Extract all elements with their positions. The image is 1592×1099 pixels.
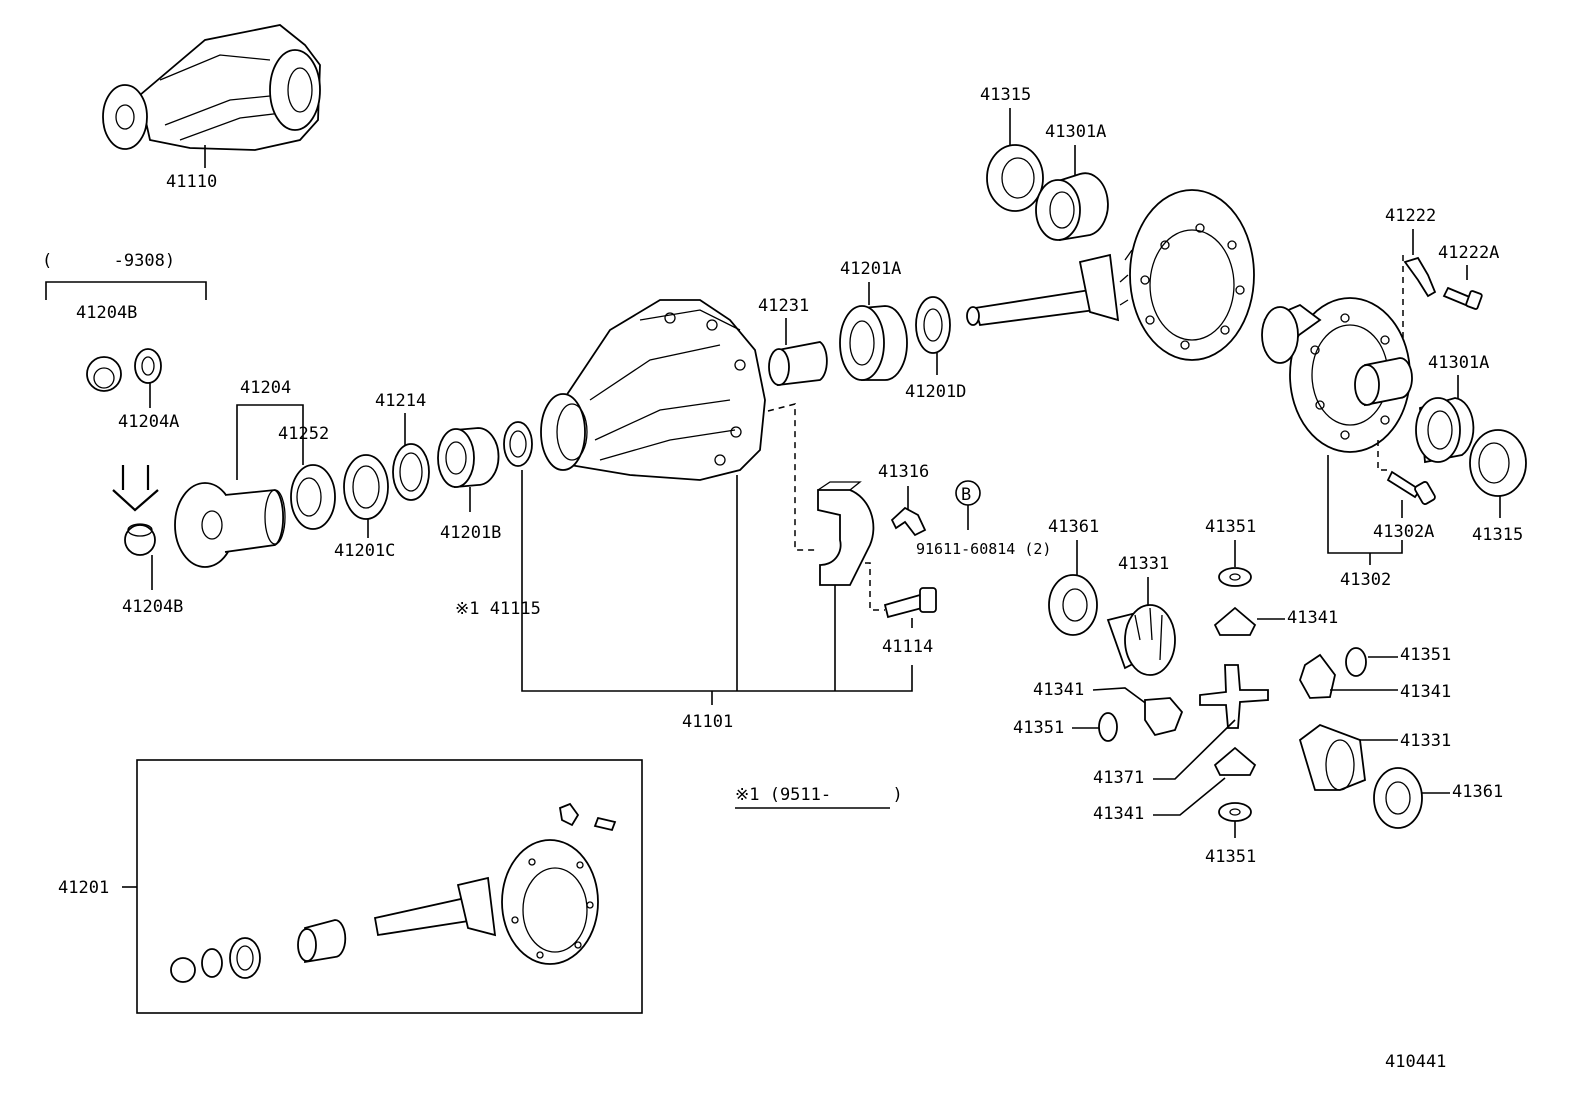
lock-nut-41204B-bottom[interactable] — [124, 523, 156, 556]
part-label-41222: 41222 — [1385, 206, 1436, 226]
part-label-41110: 41110 — [166, 172, 217, 192]
bolt-41114[interactable] — [883, 587, 937, 619]
part-label-41114: 41114 — [882, 637, 933, 657]
range-label-9308: ( -9308) — [42, 251, 175, 271]
companion-flange-41204[interactable] — [174, 482, 286, 568]
part-label-41115: ※1 41115 — [455, 599, 541, 619]
part-label-41371: 41371 — [1093, 768, 1144, 788]
part-label-41201C: 41201C — [334, 541, 395, 561]
pinion-gear-41341-bottom[interactable] — [1213, 746, 1257, 776]
part-label-41315-right: 41315 — [1472, 525, 1523, 545]
thrust-washer-41351-top[interactable] — [1218, 567, 1252, 587]
part-label-41101: 41101 — [682, 712, 733, 732]
ring-gear-pinion-kit[interactable] — [170, 802, 617, 983]
ring-gear-and-pinion[interactable] — [966, 189, 1255, 361]
pinion-gear-41341-right[interactable] — [1299, 653, 1336, 699]
washer-41204A[interactable] — [134, 348, 162, 384]
pinion-gear-41341-left[interactable] — [1144, 697, 1184, 737]
bearing-41301A-right[interactable] — [1415, 397, 1475, 464]
adjusting-nut-41315-top[interactable] — [986, 144, 1044, 212]
bearing-41201C[interactable] — [343, 454, 389, 520]
differential-case-41302[interactable] — [1261, 297, 1413, 453]
part-label-41222A: 41222A — [1438, 243, 1499, 263]
thrust-washer-41351-left[interactable] — [1098, 712, 1118, 742]
oil-seal-41252[interactable] — [290, 464, 336, 530]
part-label-41361-left: 41361 — [1048, 517, 1099, 537]
part-label-41331-right: 41331 — [1400, 731, 1451, 751]
part-label-41341-right: 41341 — [1400, 682, 1451, 702]
part-label-41204A: 41204A — [118, 412, 179, 432]
thrust-washer-41351-bottom[interactable] — [1218, 802, 1252, 822]
part-label-41315-top: 41315 — [980, 85, 1031, 105]
bracket-41302 — [1327, 455, 1403, 554]
part-label-41231: 41231 — [758, 296, 809, 316]
side-gear-41331-top[interactable] — [1106, 604, 1176, 676]
svg-text:B: B — [961, 485, 971, 505]
footnote-9511: ※1 (9511- ) — [735, 785, 903, 805]
bolt-41302A[interactable] — [1386, 470, 1436, 505]
part-label-41201A: 41201A — [840, 259, 901, 279]
diagram-number: 410441 — [1385, 1052, 1446, 1072]
bracket-9308 — [45, 281, 207, 300]
thrust-washer-41351-right[interactable] — [1345, 647, 1367, 677]
bearing-spacer-41231[interactable] — [768, 341, 828, 387]
bearing-41301A-top[interactable] — [1035, 172, 1109, 242]
part-label-41316: 41316 — [878, 462, 929, 482]
part-label-41351-bottom: 41351 — [1205, 847, 1256, 867]
oil-slinger-41214[interactable] — [392, 443, 430, 501]
bolt-41222A[interactable] — [1442, 286, 1483, 310]
part-label-41204B-top: 41204B — [76, 303, 137, 323]
thrust-washer-41361-right[interactable] — [1373, 767, 1423, 829]
part-label-41301A-top: 41301A — [1045, 122, 1106, 142]
side-gear-41331-right[interactable] — [1298, 723, 1366, 791]
part-label-41351-top: 41351 — [1205, 517, 1256, 537]
part-label-41201B: 41201B — [440, 523, 501, 543]
differential-carrier-41101[interactable] — [540, 299, 766, 481]
down-arrow-icon — [112, 465, 159, 512]
part-label-41204B-bottom: 41204B — [122, 597, 183, 617]
part-label-41302A: 41302A — [1373, 522, 1434, 542]
lock-41222[interactable] — [1403, 256, 1437, 298]
bearing-41201A[interactable] — [839, 305, 908, 381]
lock-plate-41316[interactable] — [890, 506, 927, 537]
pinion-gear-41341-top[interactable] — [1213, 606, 1257, 636]
part-label-41214: 41214 — [375, 391, 426, 411]
part-label-41201: 41201 — [58, 878, 109, 898]
carrier-assembly-41110[interactable] — [102, 24, 321, 168]
part-label-41361-right: 41361 — [1452, 782, 1503, 802]
bracket-41204 — [236, 404, 304, 480]
part-label-41201D: 41201D — [905, 382, 966, 402]
part-label-41341-top: 41341 — [1287, 608, 1338, 628]
part-label-41331-top: 41331 — [1118, 554, 1169, 574]
pinion-shaft-41371[interactable] — [1199, 664, 1269, 729]
lock-nut-41204B-top[interactable] — [86, 356, 122, 392]
part-label-41351-left: 41351 — [1013, 718, 1064, 738]
adjusting-nut-41315-right[interactable] — [1469, 429, 1527, 497]
part-label-41301A-right: 41301A — [1428, 353, 1489, 373]
bearing-cap[interactable] — [817, 481, 875, 586]
part-label-41204: 41204 — [240, 378, 291, 398]
part-label-41302: 41302 — [1340, 570, 1391, 590]
bearing-41201B[interactable] — [437, 427, 500, 488]
part-label-41341-bottom: 41341 — [1093, 804, 1144, 824]
part-label-41252: 41252 — [278, 424, 329, 444]
part-label-41341-left: 41341 — [1033, 680, 1084, 700]
part-label-41351-right: 41351 — [1400, 645, 1451, 665]
reference-b-icon: B — [955, 480, 981, 506]
washer-41201D[interactable] — [915, 296, 951, 354]
oil-seal-41115[interactable] — [503, 421, 533, 467]
part-label-91611: 91611-60814 (2) — [916, 540, 1051, 558]
thrust-washer-41361-left[interactable] — [1048, 574, 1098, 636]
bracket-41101 — [521, 470, 913, 692]
